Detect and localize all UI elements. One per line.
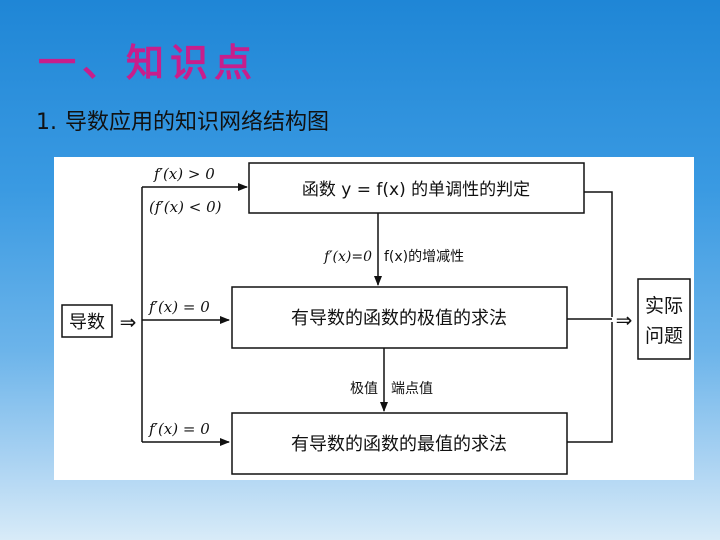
target-arrow: ⇒ bbox=[616, 308, 633, 332]
box-max bbox=[231, 412, 568, 475]
box-extrema bbox=[231, 286, 568, 349]
diagram-panel: 导数 ⇒ f′(x) > 0 (f′(x) < 0) f′(x) = 0 f′(… bbox=[54, 157, 694, 480]
label-down1-left: f′(x)=0 bbox=[323, 249, 372, 265]
source-arrow: ⇒ bbox=[120, 310, 137, 334]
target-line2: 问题 bbox=[645, 325, 683, 347]
target-box bbox=[637, 278, 691, 360]
box-extrema-label: 有导数的函数的极值的求法 bbox=[291, 308, 507, 329]
label-derivative-negative: (f′(x) < 0) bbox=[149, 198, 222, 216]
diagram-canvas: 导数 ⇒ f′(x) > 0 (f′(x) < 0) f′(x) = 0 f′(… bbox=[61, 162, 691, 475]
label-down2-left: 极值 bbox=[350, 381, 378, 397]
label-derivative-positive: f′(x) > 0 bbox=[153, 165, 215, 183]
connector-monotonic-right bbox=[584, 191, 613, 317]
connector-max-right bbox=[567, 322, 613, 443]
box-monotonic-label: 函数 y = f(x) 的单调性的判定 bbox=[302, 180, 530, 200]
target-line1: 实际 bbox=[645, 295, 683, 317]
source-box bbox=[61, 304, 113, 338]
label-down1-right: f(x)的增减性 bbox=[384, 249, 464, 265]
box-max-label: 有导数的函数的最值的求法 bbox=[291, 434, 507, 455]
box-monotonic bbox=[248, 162, 585, 214]
label-down2-right: 端点值 bbox=[391, 381, 433, 397]
slide-subtitle: 1. 导数应用的知识网络结构图 bbox=[36, 104, 329, 136]
slide-title: 一、知识点 bbox=[38, 40, 259, 85]
subtitle-text: 导数应用的知识网络结构图 bbox=[65, 110, 330, 135]
label-derivative-zero-mid: f′(x) = 0 bbox=[148, 298, 210, 316]
source-label: 导数 bbox=[69, 312, 105, 333]
label-derivative-zero-bottom: f′(x) = 0 bbox=[148, 420, 210, 438]
subtitle-number: 1. bbox=[36, 110, 57, 135]
